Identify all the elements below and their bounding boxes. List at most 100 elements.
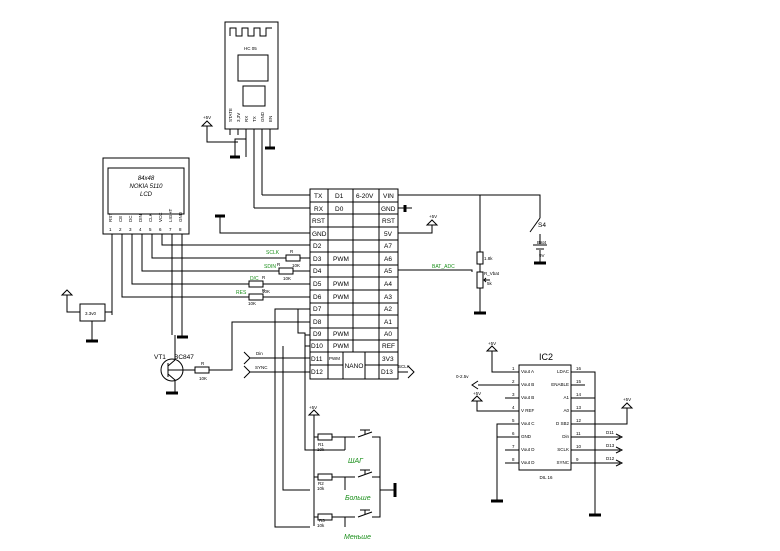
ic2-out-label: 0-2.5v [456, 374, 469, 379]
ic2-rnum: 9 [576, 457, 579, 462]
lcd-pinnum: 8 [179, 227, 182, 232]
ic2-lpin: Vout C [521, 421, 535, 426]
ic2-lpin: GND [521, 434, 532, 439]
nano-pin-d10: D10 [311, 343, 323, 350]
ic2-rpin: ENABLE [551, 382, 569, 387]
nano-pin-d9: D9 [313, 331, 322, 338]
ic2-rnum: 12 [576, 418, 582, 423]
nano-pin-rx: RX [314, 206, 324, 213]
button-more-cap[interactable] [360, 469, 370, 474]
nokia-lcd: 84x48 NOKIA 5110 LCD RST CE DC DIN CLK V… [60, 157, 310, 343]
nano-pin-tx: TX [314, 193, 323, 200]
switch-s4[interactable] [529, 217, 541, 233]
lcd-line1: 84x48 [138, 176, 155, 182]
r-label: R [277, 262, 281, 267]
button-more[interactable] [332, 471, 380, 490]
power-arrow-icon [470, 395, 505, 412]
nano-pin-a2: A2 [384, 306, 392, 313]
nano-mid-pwm: PWM [333, 294, 349, 301]
ic2-rpin: A0 [563, 408, 569, 413]
nano-pin-d7: D7 [313, 306, 322, 313]
resistor-sclk [285, 254, 301, 262]
nano-pin-d6: D6 [313, 294, 322, 301]
r-value: 10K [283, 276, 291, 281]
ic2-lnum: 7 [512, 444, 515, 449]
hc05-title: HC 05 [244, 46, 257, 51]
ic2-lpin: Vout D [521, 447, 535, 452]
resistor-1k8 [476, 251, 484, 265]
nano-pin-5v: 5V [384, 231, 393, 238]
wire-vin [398, 194, 541, 218]
arduino-nano: NANO TX RX RST GND D2 D3 D4 D5 D6 D7 D8 … [309, 188, 399, 380]
wire-lcd-ce [121, 234, 249, 298]
ic2-lnum: 1 [512, 366, 515, 371]
nano-mid-pwm: PWM [333, 256, 349, 263]
lcd-pinnum: 6 [159, 227, 162, 232]
button-step-label: ШАГ [348, 458, 364, 465]
button-step[interactable] [345, 431, 381, 490]
hc05-pin-3v3: 3,3V [236, 113, 241, 122]
nano-pin-a5: A5 [384, 268, 392, 275]
hc05-chip1 [237, 54, 269, 82]
wire-d9b [304, 335, 345, 451]
ic2-sclk-wire [585, 446, 624, 454]
wire-lcd-clk [151, 234, 286, 259]
nano-pin-a0: A0 [384, 331, 392, 338]
wire-d8 [209, 321, 310, 371]
ic2-lnum: 6 [512, 431, 515, 436]
nano-mid-d1: D1 [335, 193, 344, 200]
wire-d7 [297, 308, 310, 347]
nano-mid-pwm: PWM [333, 343, 349, 350]
transistor-part: BC847 [174, 354, 194, 361]
nano-pin-d8: D8 [313, 319, 322, 326]
pot-label: R_Vbat [484, 271, 500, 276]
r-label: R [262, 275, 266, 280]
ic2-rpin: Din [562, 434, 569, 439]
transistor-ref: VT1 [154, 354, 166, 361]
battery-voltage: 9V [539, 253, 545, 258]
ic2-package: DIL 16 [539, 475, 553, 480]
lcd-pin-ce: CE [118, 216, 123, 222]
ic2-rpin: SCLK [557, 447, 569, 452]
lcd-pinnum: 3 [129, 227, 132, 232]
power-arrow-icon [307, 409, 321, 526]
r2-label: R2 [318, 481, 324, 486]
pot-value: 5k [487, 281, 493, 286]
ic2-d12-label: D12 [606, 456, 615, 461]
hc05-legs [229, 129, 271, 208]
lcd-pinnum: 1 [109, 227, 112, 232]
ic2-d13-label: D13 [606, 443, 615, 448]
sclk-label: SCLK [266, 250, 280, 256]
resistor-res [248, 293, 264, 301]
button-step-cap[interactable] [360, 429, 370, 434]
nano-pin-d3: D3 [313, 256, 322, 263]
arrow-icon [243, 351, 251, 365]
lcd-screen [107, 167, 185, 215]
nano-pin-a4: A4 [384, 281, 392, 288]
ic2-name: IC2 [539, 352, 553, 362]
button-less[interactable] [332, 490, 381, 527]
ic2-rnum: 13 [576, 405, 582, 410]
power-arrow-icon [585, 402, 634, 425]
lcd-pinnum: 2 [119, 227, 122, 232]
nano-grid-v [327, 189, 380, 379]
nano-pin-a7: A7 [384, 243, 392, 250]
backlight-driver: VT1 BC847 R 10K [154, 321, 310, 395]
lcd-signal-resistors: SCLK R 10K SDIN R 10K D/C R 10K RES R 10… [236, 249, 310, 306]
r-label: R [262, 288, 266, 293]
ic2-gnd-wire [496, 423, 505, 500]
bat-adc-label: BAT_ADC [432, 264, 455, 270]
ic2-vcc-label: +5V [488, 341, 496, 346]
ic2-rnum: 10 [576, 444, 582, 449]
ic2-lpin: Vout B [521, 395, 534, 400]
ic2-din-wire [585, 433, 624, 441]
nano-pin-d2: D2 [313, 243, 322, 250]
ic2-rnum: 14 [576, 392, 582, 397]
power-arrow-icon [485, 345, 505, 373]
nano-pin-rst: RST [312, 218, 325, 225]
nano-pin-gnd: GND [312, 231, 327, 238]
button-less-cap[interactable] [360, 509, 370, 514]
nano-pin-d13: D13 [381, 369, 393, 376]
arrow-icon [398, 365, 415, 379]
